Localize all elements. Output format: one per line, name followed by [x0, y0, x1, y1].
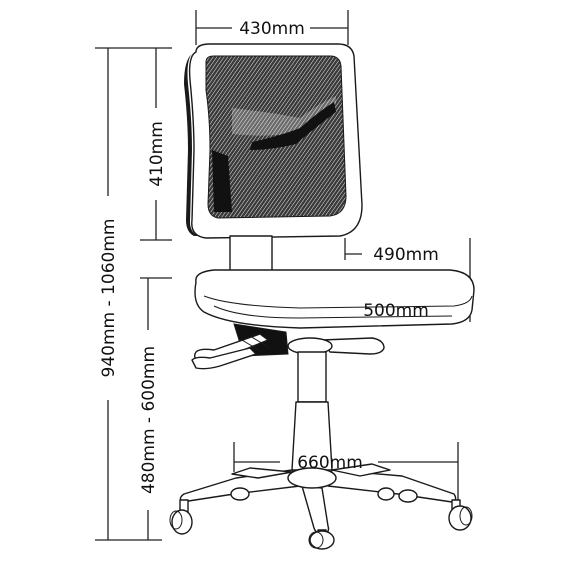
- chair-base: [169, 463, 473, 550]
- caster-back-right: [377, 487, 418, 503]
- overall-height-label: 940mm - 1060mm: [99, 219, 119, 378]
- seat-height-label: 480mm - 600mm: [139, 346, 159, 494]
- back-height-label: 410mm: [147, 121, 167, 187]
- chair-backrest: [184, 43, 363, 275]
- dim-seat-height: [140, 277, 172, 540]
- base-diameter-label: 660mm: [297, 453, 363, 473]
- seat-depth-label: 490mm: [373, 245, 439, 265]
- dim-overall-height: [95, 47, 162, 541]
- dim-base-diameter: [233, 442, 459, 500]
- caster-front: [308, 529, 335, 550]
- back-width-label: 430mm: [239, 19, 305, 39]
- chair-mechanism: [191, 323, 385, 370]
- dim-back-height: [140, 47, 172, 241]
- caster-left: [169, 499, 193, 535]
- seat-width-label: 500mm: [363, 301, 429, 321]
- chair-seat: [194, 269, 475, 329]
- caster-right: [448, 499, 473, 531]
- caster-back-left: [230, 487, 250, 501]
- dim-back-width: [195, 10, 349, 45]
